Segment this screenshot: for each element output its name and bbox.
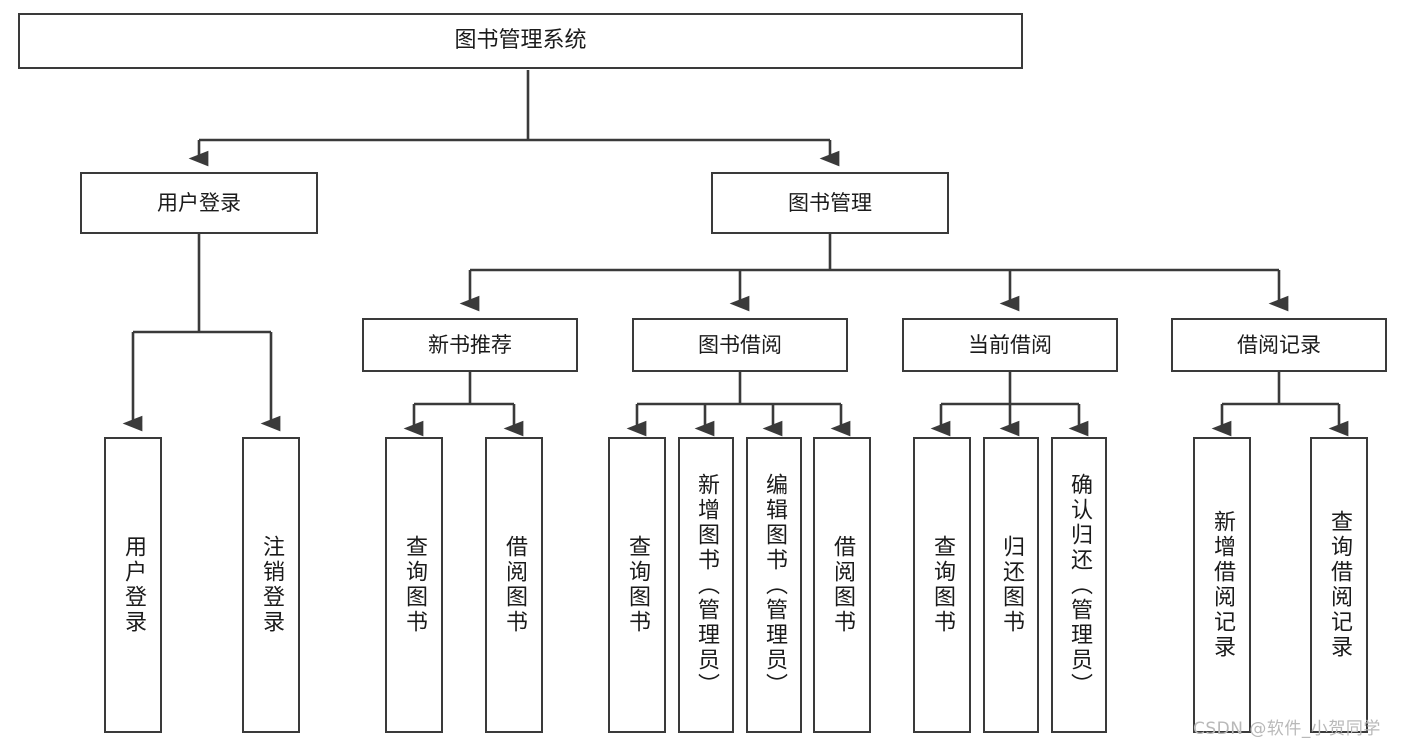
node-leaf-borrow-book-2-label: 借阅图书 (830, 535, 855, 635)
node-leaf-add-book-label: 新增图书（管理员） (694, 472, 719, 698)
node-leaf-query-book-1[interactable]: 查询图书 (385, 437, 443, 733)
node-leaf-logout-label: 注销登录 (259, 535, 284, 635)
node-leaf-edit-book-label: 编辑图书（管理员） (762, 472, 787, 698)
node-borrow-record[interactable]: 借阅记录 (1171, 318, 1387, 372)
node-leaf-query-record-label: 查询借阅记录 (1327, 510, 1352, 660)
node-leaf-query-book-2-label: 查询图书 (625, 535, 650, 635)
node-leaf-borrow-book-1-label: 借阅图书 (502, 535, 527, 635)
node-leaf-add-record[interactable]: 新增借阅记录 (1193, 437, 1251, 733)
node-leaf-query-book-2[interactable]: 查询图书 (608, 437, 666, 733)
node-leaf-borrow-book-1[interactable]: 借阅图书 (485, 437, 543, 733)
watermark-text: CSDN @软件_小贺同学 (1193, 719, 1381, 739)
node-new-book-recommend-label: 新书推荐 (428, 332, 512, 357)
node-root[interactable]: 图书管理系统 (18, 13, 1023, 69)
node-leaf-logout[interactable]: 注销登录 (242, 437, 300, 733)
node-leaf-query-record[interactable]: 查询借阅记录 (1310, 437, 1368, 733)
node-leaf-query-book-3[interactable]: 查询图书 (913, 437, 971, 733)
node-leaf-add-record-label: 新增借阅记录 (1210, 510, 1235, 660)
node-book-management-label: 图书管理 (788, 190, 872, 215)
node-leaf-user-login[interactable]: 用户登录 (104, 437, 162, 733)
node-leaf-return-book-label: 归还图书 (999, 535, 1024, 635)
node-book-borrow-label: 图书借阅 (698, 332, 782, 357)
node-book-borrow[interactable]: 图书借阅 (632, 318, 848, 372)
node-leaf-edit-book[interactable]: 编辑图书（管理员） (746, 437, 802, 733)
node-leaf-query-book-1-label: 查询图书 (402, 535, 427, 635)
node-user-login[interactable]: 用户登录 (80, 172, 318, 234)
node-current-borrow[interactable]: 当前借阅 (902, 318, 1118, 372)
node-leaf-query-book-3-label: 查询图书 (930, 535, 955, 635)
node-leaf-user-login-label: 用户登录 (121, 535, 146, 635)
node-leaf-return-book[interactable]: 归还图书 (983, 437, 1039, 733)
node-book-management[interactable]: 图书管理 (711, 172, 949, 234)
node-leaf-borrow-book-2[interactable]: 借阅图书 (813, 437, 871, 733)
node-leaf-add-book[interactable]: 新增图书（管理员） (678, 437, 734, 733)
node-leaf-confirm-return[interactable]: 确认归还（管理员） (1051, 437, 1107, 733)
node-borrow-record-label: 借阅记录 (1237, 332, 1321, 357)
node-root-label: 图书管理系统 (454, 28, 587, 54)
node-new-book-recommend[interactable]: 新书推荐 (362, 318, 578, 372)
node-leaf-confirm-return-label: 确认归还（管理员） (1067, 472, 1092, 698)
node-current-borrow-label: 当前借阅 (968, 332, 1052, 357)
watermark: CSDN @软件_小贺同学 (1193, 714, 1381, 739)
node-user-login-label: 用户登录 (157, 190, 241, 215)
